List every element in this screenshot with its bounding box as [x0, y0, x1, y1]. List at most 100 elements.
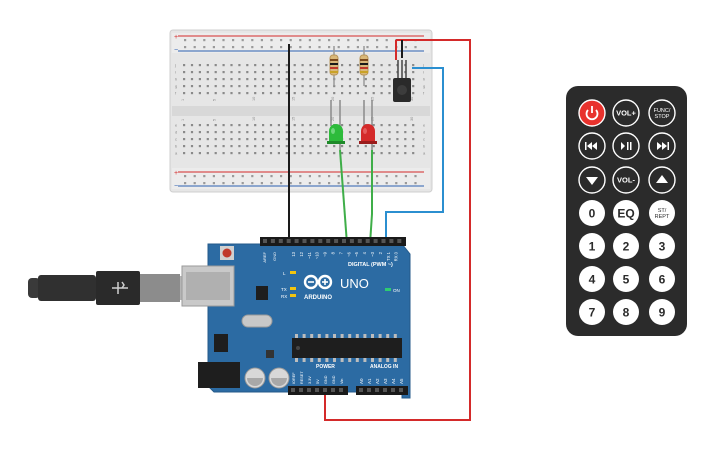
svg-text:−: −: [174, 183, 178, 190]
resistor[interactable]: [329, 46, 339, 86]
remote-key[interactable]: ST/REPT: [649, 200, 675, 226]
digital-pin-label: RX 0: [394, 251, 399, 261]
row-letter: b: [423, 144, 426, 149]
analog-header[interactable]: [356, 386, 408, 395]
green-led[interactable]: [327, 124, 345, 144]
arduino-uno-board: ARDUINO UNO ON L TX RX DIGITAL (PWM ~) P…: [181, 237, 411, 399]
remote-key-label: 4: [589, 273, 596, 287]
digital-pin-label: ~5: [354, 251, 359, 256]
remote-key[interactable]: 0: [579, 200, 605, 226]
row-letter: c: [175, 137, 177, 142]
remote-key-label: VOL+: [616, 109, 636, 118]
digital-pin-label: 8: [331, 251, 336, 254]
svg-text:−: −: [174, 47, 178, 54]
play-pause-key[interactable]: [612, 132, 640, 160]
arduino-logo: [303, 274, 333, 290]
column-number: 1: [181, 99, 185, 101]
remote-key-label: VOL-: [617, 176, 635, 185]
digital-pin-label: ~9: [323, 251, 328, 256]
remote-key[interactable]: 5: [613, 266, 639, 292]
power-key[interactable]: [578, 99, 606, 127]
remote-key-label: FUNC/STOP: [654, 108, 671, 120]
remote-key[interactable]: 6: [649, 266, 675, 292]
remote-key-label: 3: [659, 240, 666, 254]
column-number: 15: [292, 97, 296, 101]
row-letter: a: [175, 151, 178, 156]
remote-key[interactable]: 3: [649, 233, 675, 259]
next-track-key[interactable]: [648, 132, 676, 160]
remote-key-label: 6: [659, 273, 666, 287]
remote-key[interactable]: 7: [579, 299, 605, 325]
digital-pin-label: ~3: [370, 251, 375, 256]
row-letter: c: [423, 137, 425, 142]
row-letter: e: [175, 123, 178, 128]
ir-receiver[interactable]: [393, 60, 411, 102]
prev-track-key[interactable]: [578, 132, 606, 160]
column-number: 10: [252, 117, 256, 121]
row-letter: j: [422, 63, 424, 68]
row-letter: h: [423, 77, 425, 82]
digital-pin-label: 4: [362, 251, 367, 254]
wires: [288, 39, 471, 421]
dc-power-jack: [198, 362, 240, 388]
aref-label: AREF: [262, 251, 267, 262]
green-wire[interactable]: [339, 149, 348, 245]
rx-label: RX: [281, 294, 287, 299]
power-label: POWER: [316, 364, 335, 370]
remote-key-label: 7: [589, 306, 596, 320]
column-number: 20: [331, 117, 335, 121]
ir-remote: VOL+ FUNC/STOP VOL- 0 EQ ST/REPT 1 2 3 4 5 6 7 8 9: [566, 86, 687, 336]
remote-key-label: 5: [623, 273, 630, 287]
remote-key-label: ST/REPT: [655, 208, 670, 220]
remote-key[interactable]: 4: [579, 266, 605, 292]
power-icon: [585, 106, 599, 121]
analog-pin-label: A4: [391, 378, 396, 384]
down-arrow-key[interactable]: [578, 166, 606, 194]
remote-key[interactable]: FUNC/STOP: [648, 99, 676, 127]
svg-text:+: +: [174, 170, 178, 177]
row-letter: d: [423, 130, 425, 135]
digital-pin-label: 13: [291, 251, 296, 256]
reset-button[interactable]: [222, 248, 232, 258]
remote-key-label: EQ: [617, 207, 634, 221]
analog-label: ANALOG IN: [370, 364, 398, 370]
red-wire[interactable]: [324, 39, 471, 421]
remote-key[interactable]: 1: [579, 233, 605, 259]
remote-key[interactable]: 9: [649, 299, 675, 325]
analog-pin-label: A1: [367, 378, 372, 384]
remote-key[interactable]: VOL-: [612, 166, 640, 194]
remote-key[interactable]: 2: [613, 233, 639, 259]
remote-key[interactable]: VOL+: [612, 99, 640, 127]
on-label: ON: [393, 288, 400, 293]
row-letter: j: [174, 63, 176, 68]
digital-pin-label: ~11: [307, 251, 312, 258]
red-led[interactable]: [359, 124, 377, 144]
remote-key[interactable]: 8: [613, 299, 639, 325]
column-number: 5: [213, 99, 217, 101]
remote-key-label: 8: [623, 306, 630, 320]
power-pin-label: Vin: [340, 379, 344, 384]
up-arrow-key[interactable]: [648, 166, 676, 194]
row-letter: g: [175, 84, 177, 89]
row-letter: d: [175, 130, 177, 135]
digital-header[interactable]: [260, 237, 406, 246]
row-letter: b: [175, 144, 178, 149]
row-letter: i: [423, 70, 424, 75]
blue-wire[interactable]: [385, 67, 444, 244]
digital-pin-label: 7: [338, 251, 343, 254]
logo-text: ARDUINO: [304, 295, 332, 301]
row-letter: h: [175, 77, 177, 82]
remote-key-label: 2: [623, 240, 630, 254]
resistor[interactable]: [359, 46, 369, 86]
digital-pin-label: 12: [299, 251, 304, 256]
row-letter: f: [423, 91, 425, 96]
analog-pin-label: A5: [399, 378, 404, 384]
crystal-oscillator: [241, 314, 273, 328]
analog-pin-label: A0: [359, 378, 364, 384]
green-wire[interactable]: [369, 150, 373, 245]
remote-key[interactable]: EQ: [613, 200, 639, 226]
svg-text:+: +: [174, 34, 178, 41]
digital-label: DIGITAL (PWM ~): [348, 262, 393, 268]
